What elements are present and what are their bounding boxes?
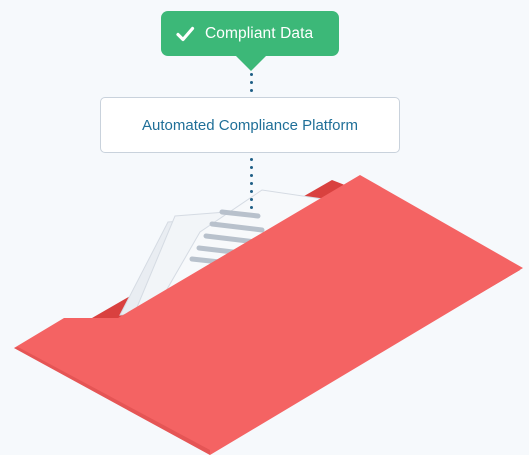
badge-pointer (235, 55, 267, 71)
badge-label: Compliant Data (205, 24, 314, 42)
platform-label: Automated Compliance Platform (142, 116, 358, 134)
folder-front-panel (14, 175, 523, 455)
connector-bottom (250, 158, 254, 214)
folder-front-edge (14, 347, 210, 455)
compliance-platform-box: Automated Compliance Platform (100, 97, 400, 153)
compliant-data-badge: Compliant Data (161, 11, 339, 56)
connector-top (250, 73, 254, 97)
check-icon (175, 24, 195, 44)
